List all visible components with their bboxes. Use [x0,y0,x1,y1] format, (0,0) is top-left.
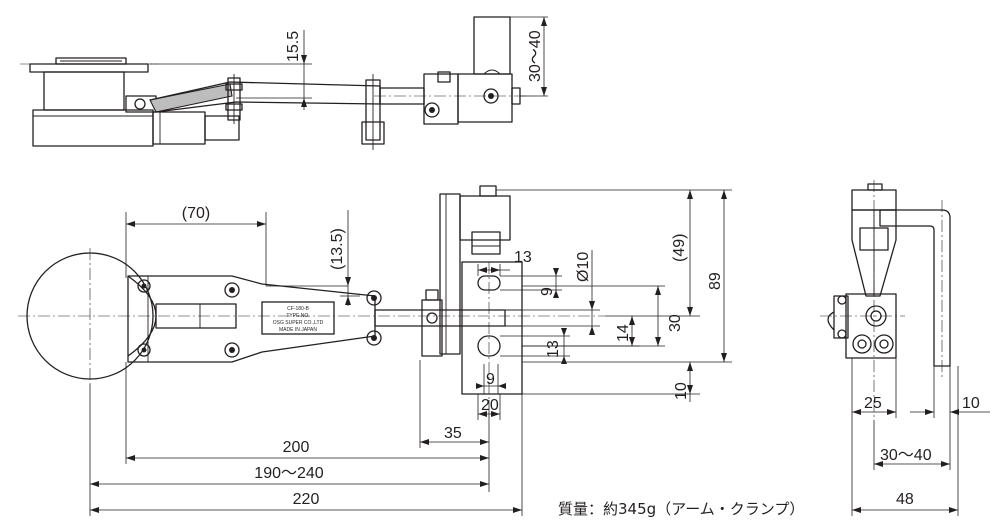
top-actuator-end [204,115,240,141]
dim-side-10: 10 [962,395,980,412]
dim-height-89: 89 [707,272,724,290]
weight-note: 質量：約345g（アーム・クランプ） [558,500,804,518]
dim-slot-13-upper: 13 [514,249,532,266]
dim-slot-13-lower: 13 [545,340,562,358]
front-vertical-plate [439,193,461,355]
top-body [43,71,125,111]
dim-side-range: 30～40 [880,447,932,464]
dim-width-9: 9 [486,371,495,388]
dim-hole-dia: Ø10 [575,252,592,282]
slot-lower [477,335,501,357]
dim-side-25: 25 [864,395,882,412]
top-handle [473,16,511,75]
dim-width-20: 20 [481,397,499,414]
top-arm-link [149,83,233,113]
side-lower-block [845,293,897,359]
front-rod [155,303,237,329]
dim-side-48: 48 [896,491,914,508]
top-clamp-block [457,73,513,123]
side-handle [879,209,951,367]
dim-height-10: 10 [673,382,690,400]
top-flange [29,63,149,73]
front-upper-block [459,195,511,241]
front-mounting-plate [461,261,523,395]
dim-arm-offset-ref: (13.5) [329,228,346,270]
dim-top-handle-range: 30～40 [527,30,544,82]
front-arm-body [127,275,376,363]
top-base-block [32,109,154,147]
dim-slot-9-upper: 9 [539,287,556,296]
front-bar-clamp [421,299,443,357]
dim-height-14: 14 [615,324,632,342]
dim-top-offset: 15.5 [285,31,302,62]
dim-height-ref-49: (49) [671,234,688,262]
nameplate [261,301,335,335]
dim-len-220: 220 [293,491,320,508]
top-view: 15.5 30～40 [20,16,548,150]
top-actuator [152,111,206,145]
dim-height-30: 30 [667,314,684,332]
nameplate-line-4: MADE IN JAPAN [279,327,317,333]
front-view: CF-180-B TYPE NO. OSG SUPER CO.,LTD MADE… [18,185,732,516]
side-view: 25 10 30～40 48 [820,180,990,516]
nameplate-line-1: CF-180-B [287,306,309,312]
dim-arm-length-ref: (70) [182,205,210,222]
nameplate-line-3: OSG SUPER CO.,LTD [273,320,324,326]
side-body [851,209,897,297]
dim-width-35: 35 [444,425,462,442]
front-bolts [137,279,382,358]
dim-len-200: 200 [283,439,310,456]
dim-len-range: 190～240 [254,465,323,482]
